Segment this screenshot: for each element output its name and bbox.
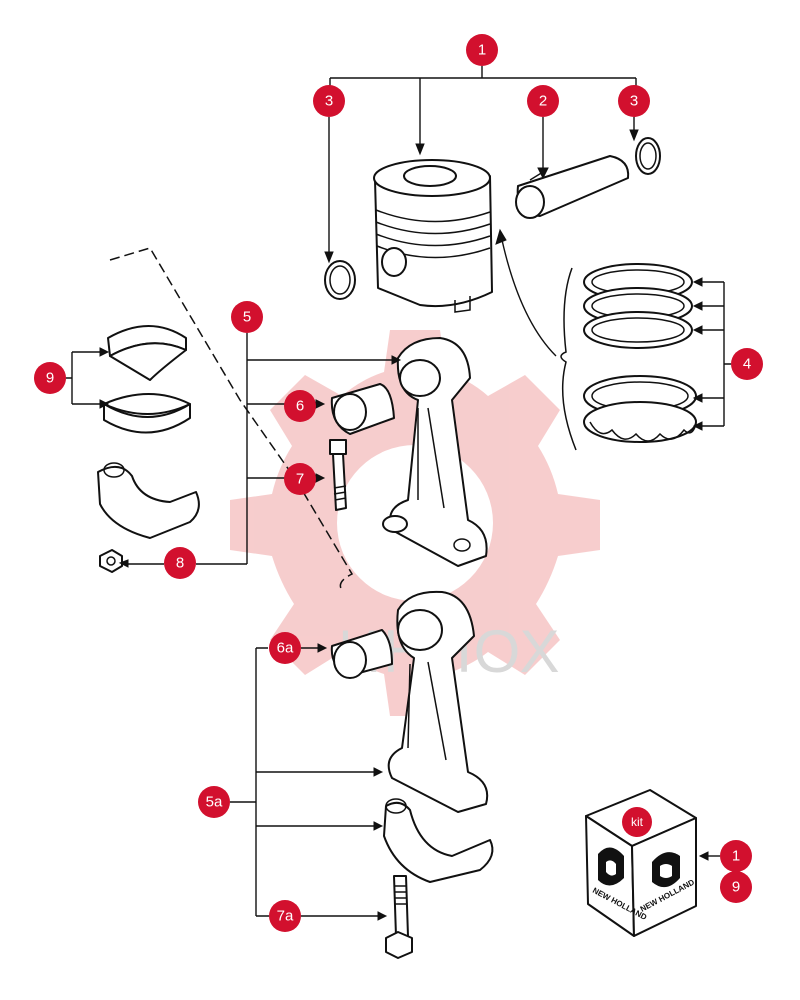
rod-cap [97, 462, 200, 539]
callout-label: 3 [630, 93, 638, 110]
callout-label: 3 [325, 93, 333, 110]
callout-circle [466, 34, 498, 66]
callout-circle [198, 786, 230, 818]
callout-2: 2 [527, 85, 559, 117]
callout-9: 9 [720, 871, 752, 903]
connecting-rod-variant [387, 590, 489, 813]
callout-1: 1 [720, 840, 752, 872]
rod-bolt-variant [385, 875, 413, 959]
callout-label: 1 [732, 848, 740, 865]
callout-3: 3 [313, 85, 345, 117]
callout-label: 9 [732, 879, 740, 896]
hex-nut [99, 549, 123, 573]
connecting-rod [382, 337, 488, 567]
rod-bolt [329, 439, 347, 511]
callout-circle [164, 547, 196, 579]
callout-7a: 7a [269, 900, 301, 932]
callout-label: 7a [277, 908, 294, 925]
callout-circle [731, 348, 763, 380]
callout-circle [313, 85, 345, 117]
circlip-left [324, 260, 356, 300]
callout-5a: 5a [198, 786, 230, 818]
callout-label: 5 [243, 309, 251, 326]
callout-label: 2 [539, 93, 547, 110]
callout-group: 1 3 2 3 5 4 9 6 7 8 6a 5a 7a 1 9 [34, 34, 763, 932]
callout-circle [34, 362, 66, 394]
piston [373, 159, 493, 313]
callout-circle [269, 632, 301, 664]
callout-1: 1 [466, 34, 498, 66]
callout-circle [231, 301, 263, 333]
new-holland-logo-icon [598, 847, 680, 888]
callout-label: 1 [478, 42, 486, 59]
callout-3: 3 [618, 85, 650, 117]
leader-lines [66, 66, 731, 921]
piston-pin [515, 155, 630, 219]
callout-circle [618, 85, 650, 117]
callout-circle [284, 390, 316, 422]
callout-label: 9 [46, 370, 54, 387]
callout-circle [720, 840, 752, 872]
kit-badge: kit [622, 807, 652, 837]
callout-6a: 6a [269, 632, 301, 664]
callout-circle [720, 871, 752, 903]
callout-label: 5a [206, 794, 223, 811]
callout-label: 4 [743, 356, 751, 373]
callout-6: 6 [284, 390, 316, 422]
callout-circle [269, 900, 301, 932]
callout-label: 6a [277, 640, 294, 657]
small-end-bush-variant [330, 629, 393, 679]
small-end-bush [330, 383, 395, 435]
bearing-shells [103, 325, 191, 434]
callout-circle [527, 85, 559, 117]
callout-7: 7 [284, 463, 316, 495]
callout-label: 6 [296, 398, 304, 415]
callout-label: 7 [296, 471, 304, 488]
callout-5: 5 [231, 301, 263, 333]
callout-4: 4 [731, 348, 763, 380]
callout-circle [284, 463, 316, 495]
piston-rings [560, 263, 697, 451]
callout-label: 8 [176, 555, 184, 572]
callout-9: 9 [34, 362, 66, 394]
callout-8: 8 [164, 547, 196, 579]
kit-label: kit [631, 815, 644, 829]
circlip-right [635, 137, 661, 175]
rod-cap-variant [383, 798, 494, 883]
